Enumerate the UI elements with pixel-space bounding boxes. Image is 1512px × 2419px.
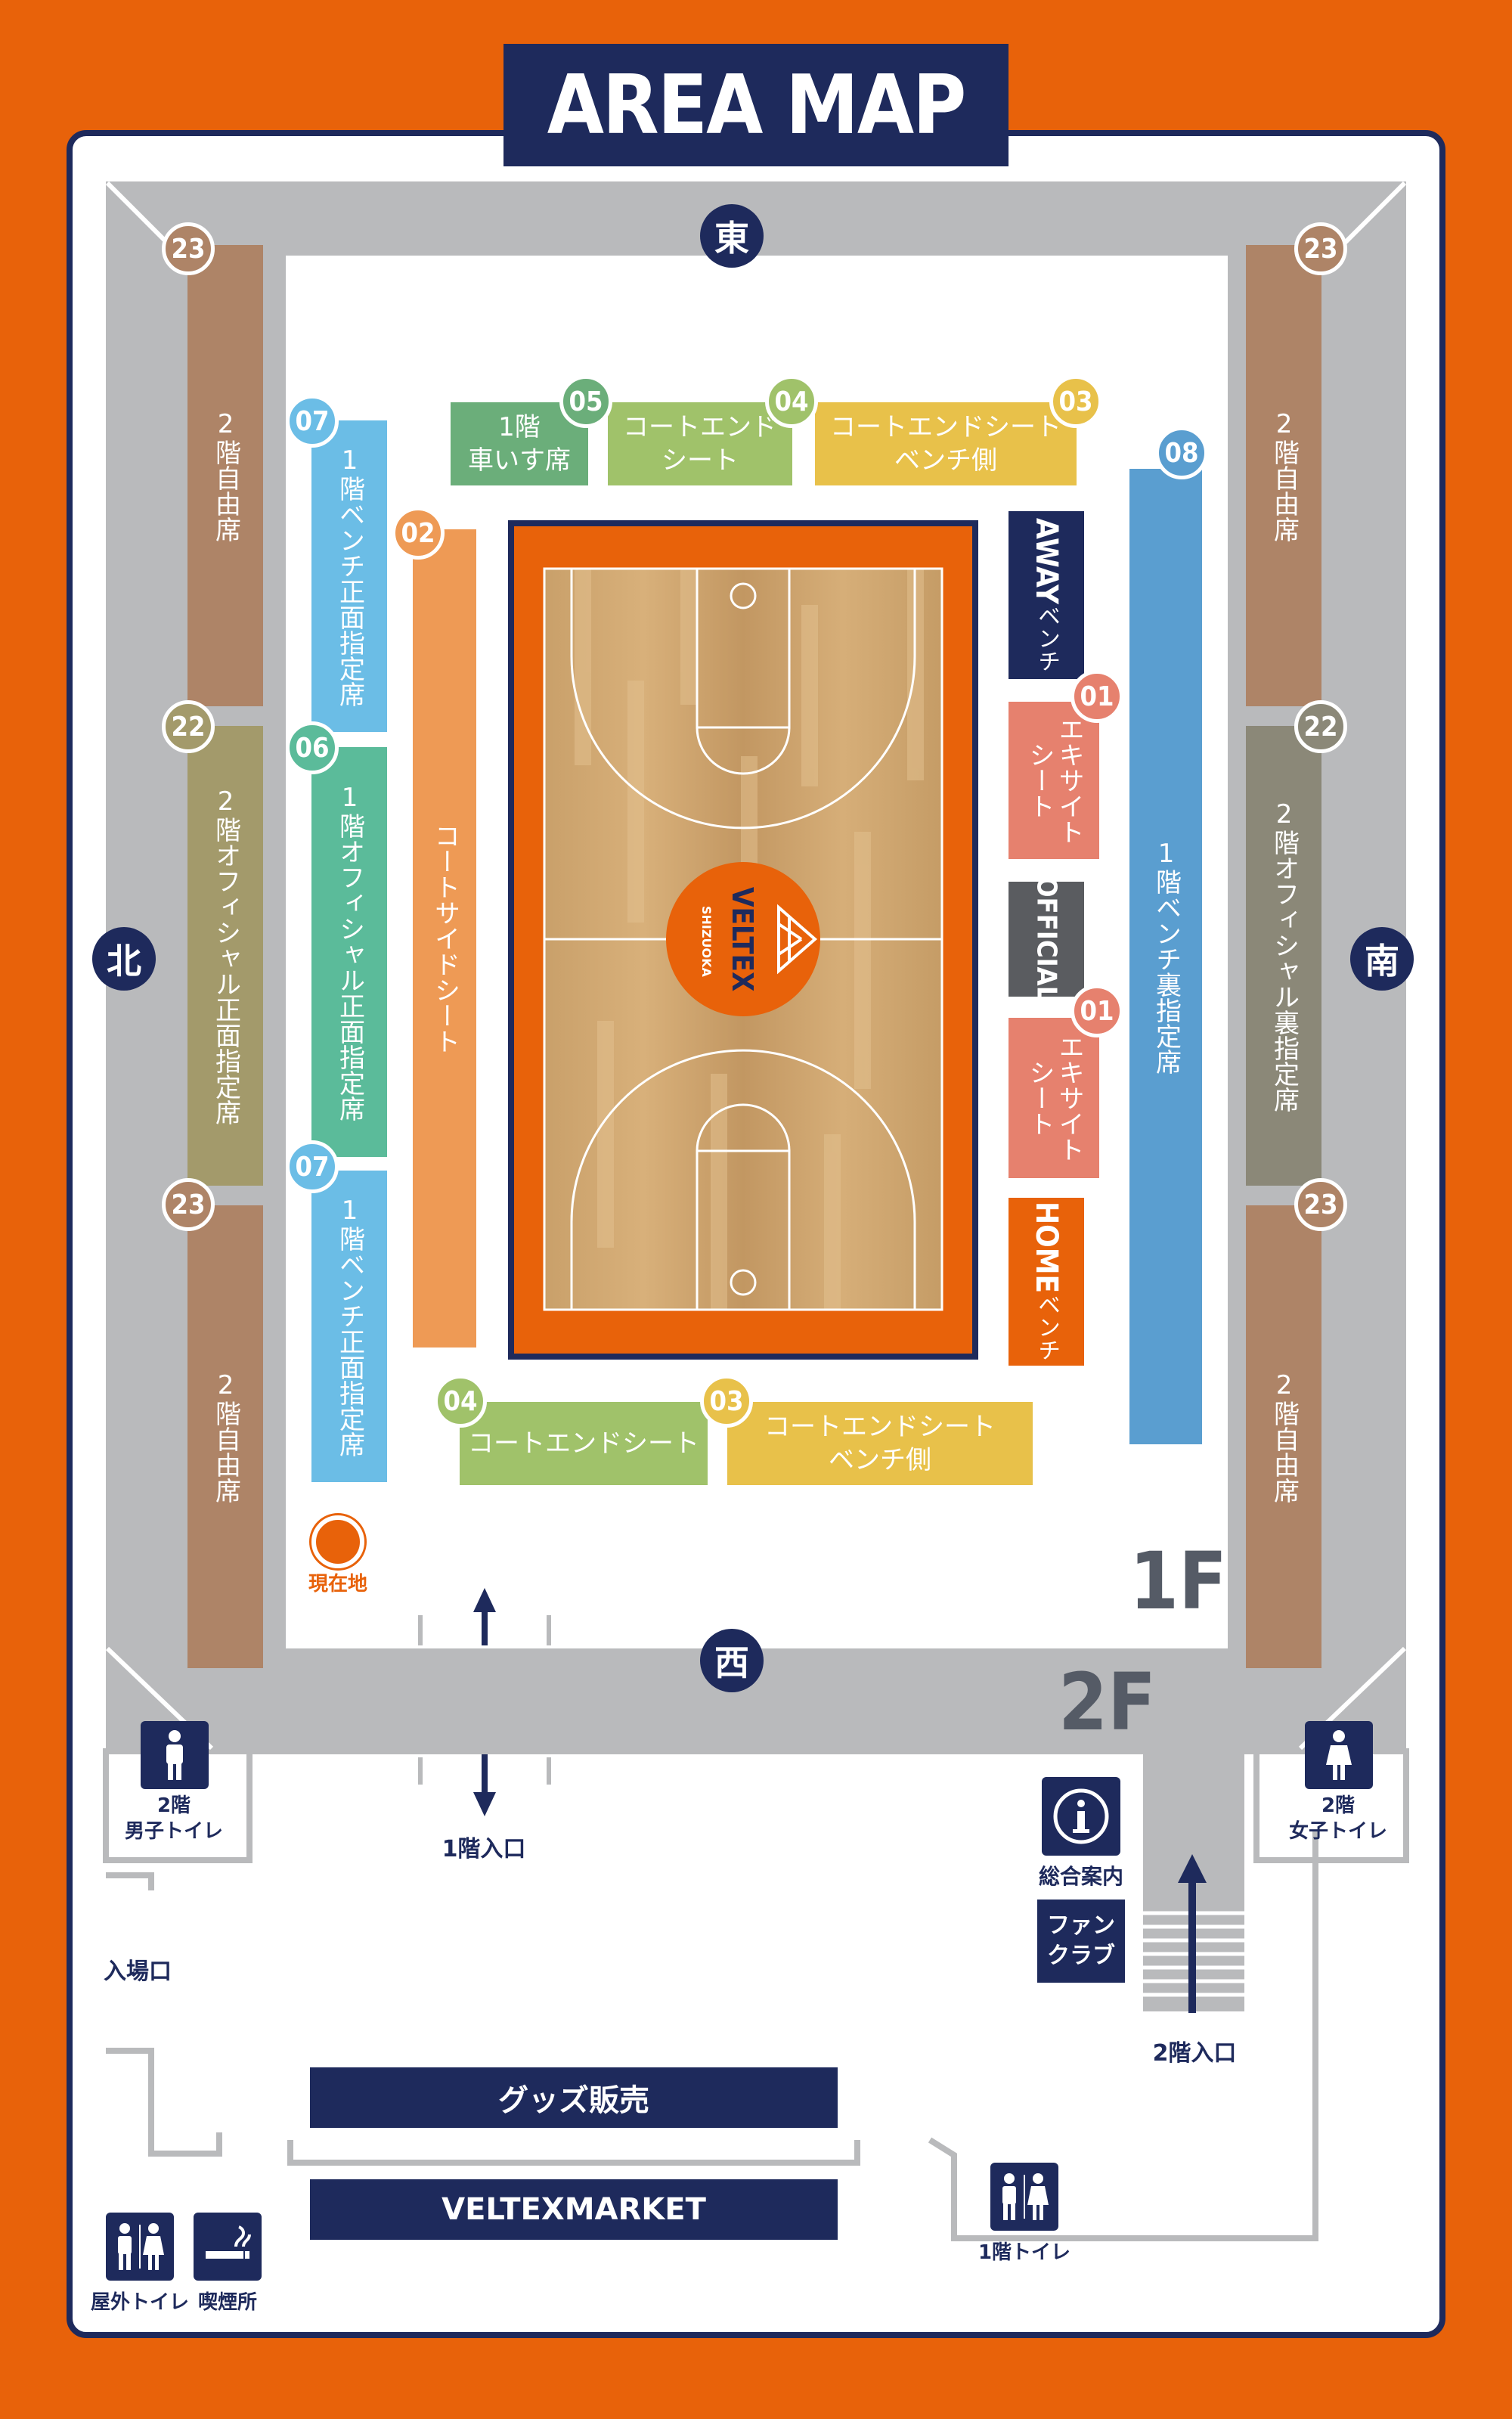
seat-2f-free-se[interactable]: 2階自由席 bbox=[1246, 1205, 1321, 1668]
entrance-gate-label[interactable]: 入場口 bbox=[104, 1958, 172, 1985]
badge-06: 06 bbox=[286, 721, 339, 774]
entrance-1f-label[interactable]: 1階入口 bbox=[442, 1836, 526, 1862]
mens-toilet-wall bbox=[103, 1748, 253, 1863]
smoking-icon bbox=[206, 2225, 251, 2259]
badge-01-north: 01 bbox=[1070, 670, 1123, 723]
badge-22-right: 22 bbox=[1294, 700, 1347, 753]
badge-04-top: 04 bbox=[765, 375, 818, 428]
direction-north: 北 bbox=[92, 927, 156, 991]
seat-2f-free-ne[interactable]: 2階自由席 bbox=[1246, 245, 1321, 706]
seat-courtend-bottom[interactable]: コートエンドシート bbox=[460, 1402, 708, 1485]
seat-excite-south[interactable]: エキサイト シート bbox=[1009, 1018, 1099, 1178]
entrance-wall-bottom bbox=[106, 2048, 222, 2157]
arrow-down-1f bbox=[473, 1754, 496, 1816]
official-label: OFFICIAL bbox=[1030, 876, 1062, 1002]
womens-toilet-2f-icon-box[interactable] bbox=[1305, 1721, 1373, 1789]
seat-1f-official-front[interactable]: 1階オフィシャル正面指定席 bbox=[311, 747, 387, 1157]
womens-toilet-2f-label: 2階 女子トイレ bbox=[1288, 1794, 1387, 1843]
seat-2f-free-nw[interactable]: 2階自由席 bbox=[187, 245, 263, 706]
seat-2f-official-front[interactable]: 2階オフィシャル正面指定席 bbox=[187, 726, 263, 1186]
badge-22-left: 22 bbox=[162, 700, 215, 753]
man-icon bbox=[166, 1730, 183, 1780]
team-name: VELTEX bbox=[726, 886, 759, 992]
mens-toilet-2f-label: 2階 男子トイレ bbox=[124, 1794, 223, 1843]
current-location-marker bbox=[311, 1515, 364, 1568]
badge-01-south: 01 bbox=[1070, 985, 1123, 1037]
market-wall bbox=[287, 2140, 860, 2166]
right-lower-wall bbox=[928, 1830, 1318, 2241]
smoking-area-label: 喫煙所 bbox=[197, 2291, 257, 2314]
info-desk-icon-box[interactable] bbox=[1042, 1777, 1120, 1856]
badge-07-north: 07 bbox=[286, 395, 339, 448]
smoking-area-icon-box[interactable] bbox=[194, 2213, 262, 2281]
seat-courtend-bench-top[interactable]: コートエンドシート ベンチ側 bbox=[815, 402, 1077, 485]
team-city: SHIZUOKA bbox=[699, 906, 714, 977]
seat-2f-official-back[interactable]: 2階オフィシャル裏指定席 bbox=[1246, 726, 1321, 1186]
direction-east: 東 bbox=[700, 204, 764, 268]
badge-23-ne: 23 bbox=[1294, 222, 1347, 275]
seat-1f-bench-front-north[interactable]: 1階ベンチ正面指定席 bbox=[311, 420, 387, 732]
man-woman-icon bbox=[1002, 2173, 1049, 2220]
away-bench-label: AWAY bbox=[1029, 517, 1064, 605]
info-desk-label: 総合案内 bbox=[1038, 1864, 1123, 1889]
man-woman-icon bbox=[118, 2223, 164, 2270]
seat-excite-north[interactable]: エキサイト シート bbox=[1009, 702, 1099, 859]
arrow-up-1f bbox=[473, 1588, 496, 1645]
seat-courtside[interactable]: コートサイドシート bbox=[413, 529, 476, 1348]
seat-wheelchair[interactable]: 1階 車いす席 bbox=[451, 402, 588, 485]
direction-west: 西 bbox=[700, 1629, 764, 1692]
current-location-label: 現在地 bbox=[308, 1573, 367, 1596]
toilet-1f-label: 1階トイレ bbox=[978, 2241, 1071, 2264]
entrance-wall-top bbox=[106, 1872, 154, 1890]
entrance-2f-label[interactable]: 2階入口 bbox=[1152, 2040, 1237, 2067]
direction-south: 南 bbox=[1350, 927, 1414, 991]
home-bench-suffix: ベンチ bbox=[1033, 1293, 1060, 1362]
seat-1f-bench-back[interactable]: 1階ベンチ裏指定席 bbox=[1129, 469, 1202, 1444]
seat-courtend-bench-bottom[interactable]: コートエンドシート ベンチ側 bbox=[727, 1402, 1033, 1485]
fanclub-booth[interactable]: ファン クラブ bbox=[1037, 1900, 1125, 1983]
toilet-1f-icon-box[interactable] bbox=[990, 2163, 1058, 2231]
badge-04-bottom: 04 bbox=[434, 1375, 487, 1428]
mens-toilet-2f-icon-box[interactable] bbox=[141, 1721, 209, 1789]
badge-05: 05 bbox=[559, 375, 612, 428]
woman-icon bbox=[1326, 1730, 1352, 1780]
badge-23-se: 23 bbox=[1294, 1178, 1347, 1231]
seat-courtend-top[interactable]: コートエンド シート bbox=[608, 402, 792, 485]
badge-23-sw: 23 bbox=[162, 1178, 215, 1231]
info-icon bbox=[1053, 1788, 1109, 1844]
seat-1f-bench-front-south[interactable]: 1階ベンチ正面指定席 bbox=[311, 1171, 387, 1482]
entrance-door-1f bbox=[418, 1615, 551, 1785]
floor-label-1f: 1F bbox=[1129, 1535, 1228, 1627]
goods-sales-booth[interactable]: グッズ販売 bbox=[310, 2067, 838, 2128]
badge-02: 02 bbox=[392, 507, 445, 560]
badge-07-south: 07 bbox=[286, 1140, 339, 1193]
away-bench-suffix: ベンチ bbox=[1033, 604, 1060, 673]
badge-03-bottom: 03 bbox=[700, 1375, 753, 1428]
page-title: AREA MAP bbox=[503, 44, 1009, 166]
arrow-up-2f bbox=[1178, 1854, 1207, 2013]
home-bench: HOMEベンチ bbox=[1009, 1198, 1084, 1366]
outdoor-toilet-label: 屋外トイレ bbox=[90, 2291, 189, 2314]
badge-08: 08 bbox=[1155, 426, 1208, 479]
floor-label-2f: 2F bbox=[1058, 1656, 1157, 1748]
badge-23-nw: 23 bbox=[162, 222, 215, 275]
outdoor-toilet-icon-box[interactable] bbox=[106, 2213, 174, 2281]
badge-03-top: 03 bbox=[1049, 375, 1102, 428]
seat-2f-free-sw[interactable]: 2階自由席 bbox=[187, 1205, 263, 1668]
veltex-market-booth[interactable]: VELTEXMARKET bbox=[310, 2179, 838, 2240]
home-bench-label: HOME bbox=[1029, 1202, 1064, 1294]
womens-toilet-wall bbox=[1253, 1748, 1409, 1863]
official-table: OFFICIAL bbox=[1009, 876, 1084, 1002]
away-bench: AWAYベンチ bbox=[1009, 511, 1084, 679]
